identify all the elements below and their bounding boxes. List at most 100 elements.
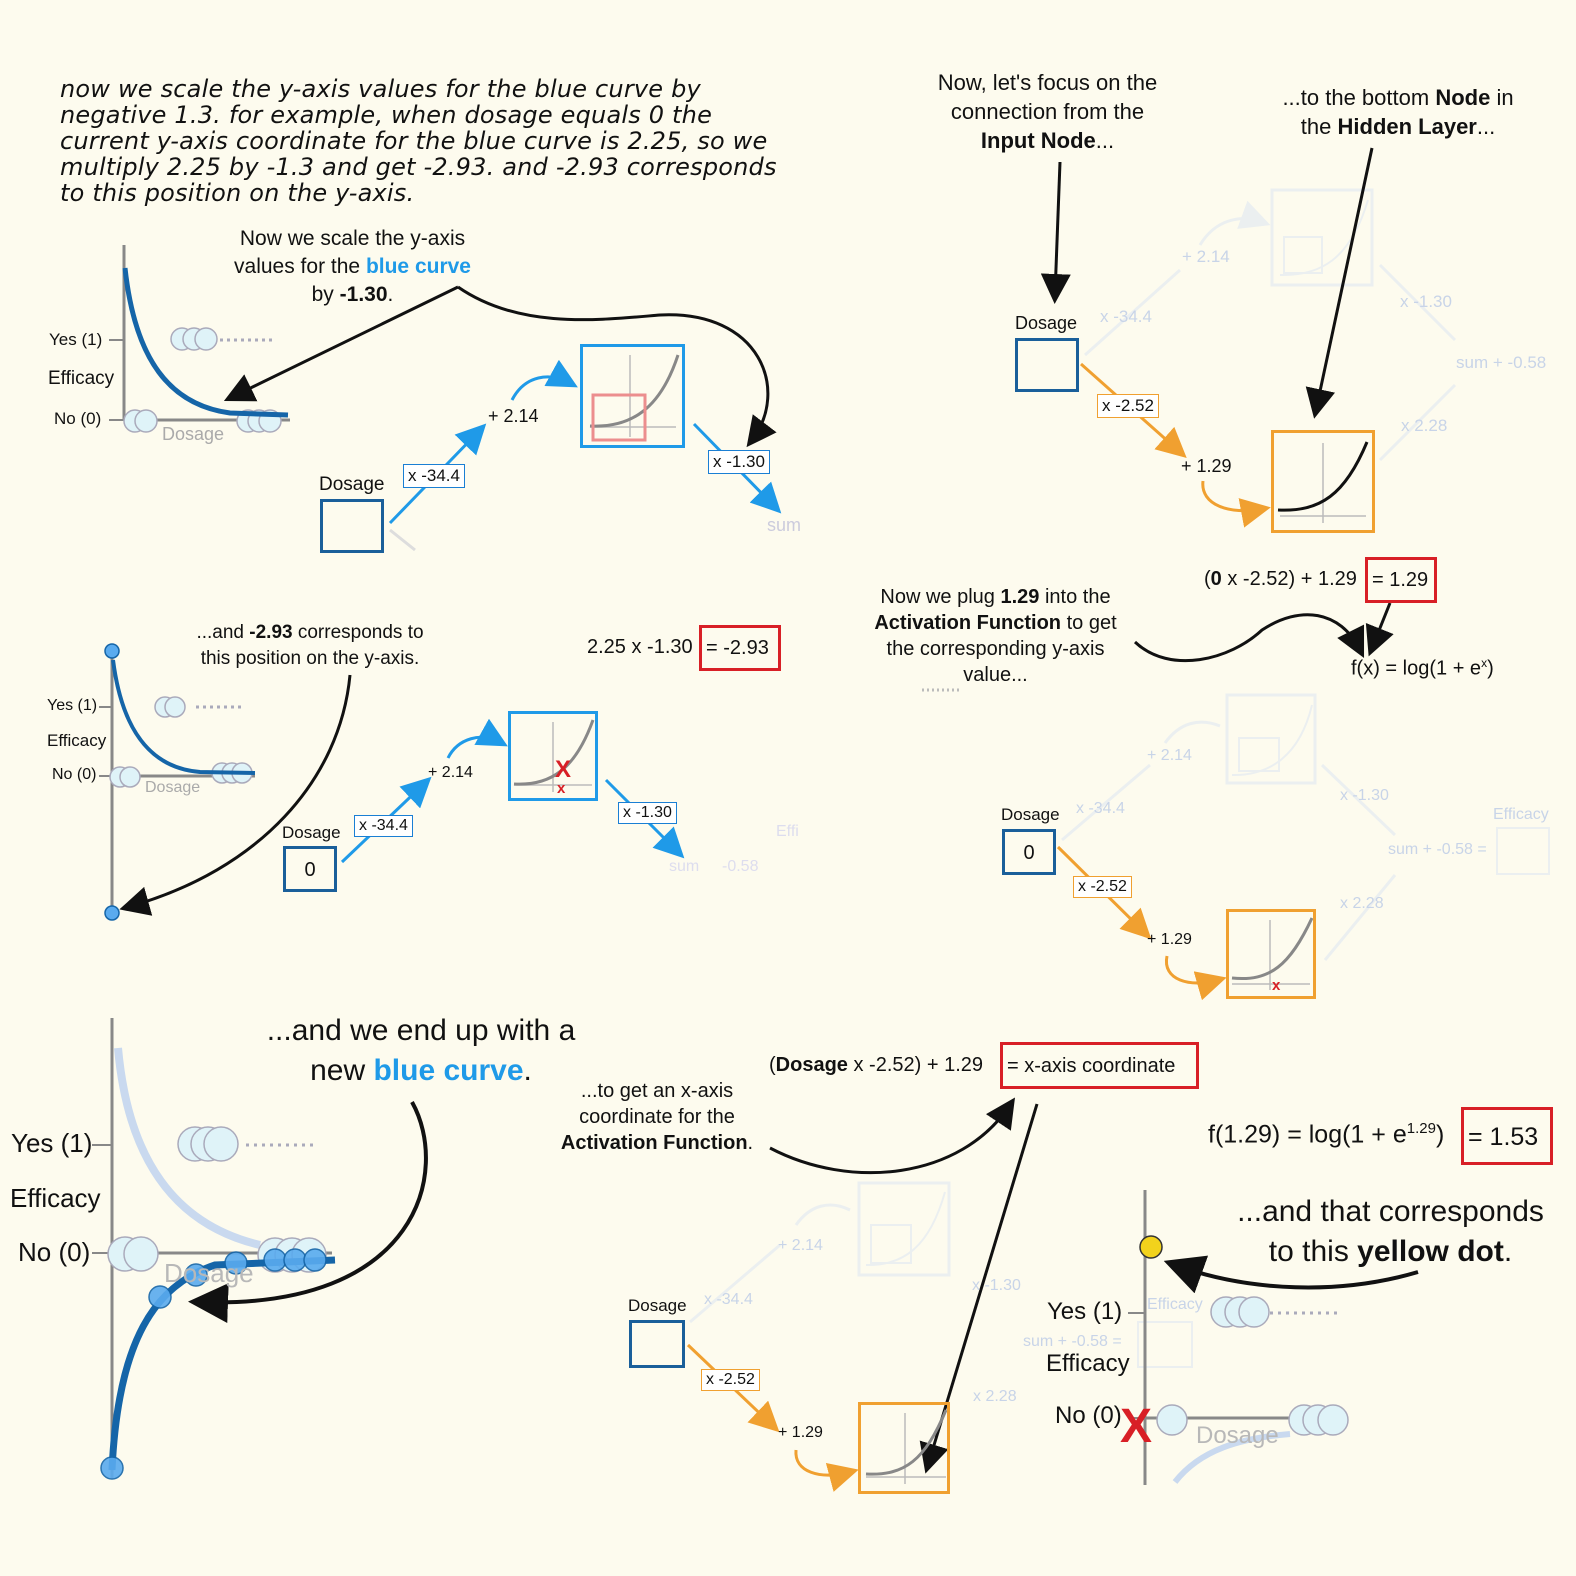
panel6-faint-weight2: x -1.30	[972, 1277, 1021, 1294]
panel5-equation: (0 x -2.52) + 1.29	[1204, 568, 1357, 590]
panel5-dosage-label: Dosage	[1001, 805, 1060, 824]
narration-text: now we scale the y-axis values for the b…	[60, 75, 777, 207]
panel1-sum-label: sum	[767, 515, 802, 535]
panel4-activation-node	[1271, 430, 1375, 533]
panel3-yes-label: Yes (1)	[11, 1128, 93, 1158]
panel2-weight1-label: x -34.4	[354, 815, 413, 837]
cross-marker-large: X	[555, 756, 571, 783]
panel2-efficacy-label: Efficacy	[47, 731, 107, 750]
panel4-faint-weight2: x -1.30	[1400, 292, 1452, 311]
cross-marker-x-axis: x	[1272, 977, 1281, 994]
panel1-dosage-label: Dosage	[319, 474, 385, 495]
panel4-caption-right: ...to the bottom Node in the Hidden Laye…	[1282, 85, 1514, 139]
panel5-weight-label: x -2.52	[1073, 876, 1132, 898]
panel2-caption: ...and -2.93 corresponds to this positio…	[196, 622, 424, 669]
panel6-activation-node	[858, 1402, 950, 1494]
panel5-faint-bias1: + 2.14	[1147, 747, 1192, 764]
panel3-no-label: No (0)	[18, 1237, 91, 1267]
panel6-faint-sum: sum + -0.58 =	[1023, 1333, 1122, 1350]
panel4-faint-network	[1083, 188, 1457, 462]
panel5-activation-node	[1226, 909, 1316, 999]
panel5-faint-weight2: x -1.30	[1340, 787, 1389, 804]
panel4-dosage-label: Dosage	[1015, 313, 1078, 333]
panel5-faint-efficacy: Efficacy	[1493, 806, 1549, 823]
panel1-caption: Now we scale the y-axis values for the b…	[234, 227, 471, 306]
panel1-yes-label: Yes (1)	[49, 330, 103, 349]
panel5-faint-sum: sum + -0.58 =	[1388, 841, 1487, 858]
panel5-bias-label: + 1.29	[1147, 931, 1192, 948]
panel7-no-label: No (0)	[1055, 1402, 1122, 1429]
panel2-sum-label: sum	[669, 858, 700, 875]
panel2-no-label: No (0)	[52, 766, 97, 783]
panel6-faint-bias1: + 2.14	[778, 1237, 823, 1254]
panel3-arrow	[188, 1101, 428, 1323]
panel5-result-box: = 1.29	[1365, 557, 1437, 603]
panel6-faint-network	[689, 1181, 1193, 1368]
panel5-caption: Now we plug 1.29 into the Activation Fun…	[874, 586, 1117, 686]
panel7-dosage-axis-label: Dosage	[1196, 1422, 1279, 1449]
panel2-weight2-label: x -1.30	[618, 802, 677, 824]
panel2-equation: 2.25 x -1.30	[587, 636, 693, 658]
panel1-no-label: No (0)	[54, 409, 102, 428]
panel6-input-node	[629, 1320, 685, 1368]
panel7-graph: X	[1120, 1190, 1349, 1485]
panel3-efficacy-label: Efficacy	[10, 1183, 101, 1213]
panel6-faint-weight1: x -34.4	[704, 1291, 753, 1308]
panel2-activation-node	[508, 711, 598, 801]
panel6-weight-label: x -2.52	[701, 1369, 760, 1391]
panel4-faint-weight3: x 2.28	[1401, 416, 1448, 435]
panel5-arrows	[922, 602, 1394, 1001]
yellow-dot	[1139, 1235, 1163, 1259]
panel6-dosage-label: Dosage	[628, 1296, 687, 1315]
panel4-activation-box	[1277, 441, 1369, 523]
panel1-activation-box	[589, 354, 680, 442]
panel1-weight1-label: x -34.4	[403, 464, 465, 488]
panel1-bias1-label: + 2.14	[488, 406, 539, 426]
panel2-dosage-label: Dosage	[282, 823, 341, 842]
panel5-formula: f(x) = log(1 + ex)	[1351, 656, 1494, 680]
panel7-result-box: = 1.53	[1461, 1107, 1553, 1165]
panel2-bias1-label: + 2.14	[428, 764, 473, 781]
panel4-faint-weight1: x -34.4	[1100, 307, 1152, 326]
panel2-input-node: 0	[283, 846, 337, 892]
panel3-graph	[92, 1018, 336, 1480]
panel2-graph	[99, 643, 256, 921]
panel1-efficacy-label: Efficacy	[48, 368, 115, 389]
panel1-dosage-axis-label: Dosage	[162, 424, 225, 444]
panel4-caption-left: Now, let's focus on the connection from …	[937, 70, 1158, 153]
panel7-caption: ...and that corresponds to this yellow d…	[1237, 1195, 1544, 1268]
panel2-efficacy-faint-label: Effi	[776, 823, 799, 840]
panel6-bias-label: + 1.29	[778, 1424, 823, 1441]
panel6-faint-efficacy: Efficacy	[1147, 1296, 1203, 1313]
panel7-formula: f(1.29) = log(1 + e1.29)	[1208, 1120, 1445, 1149]
panel2-yes-label: Yes (1)	[47, 697, 98, 714]
panel1-input-node	[320, 499, 384, 553]
cross-marker-small: x	[557, 780, 566, 797]
panel5-activation-box: x	[1231, 917, 1314, 994]
panel6-caption: ...to get an x-axis coordinate for the A…	[560, 1080, 754, 1154]
panel7-efficacy-label: Efficacy	[1046, 1350, 1130, 1377]
panel6-result-box: = x-axis coordinate	[1000, 1042, 1199, 1089]
panel7-yes-label: Yes (1)	[1047, 1298, 1123, 1325]
panel6-activation-box	[865, 1409, 948, 1484]
panel6-equation: (Dosage x -2.52) + 1.29	[769, 1054, 984, 1076]
panel1-graph	[109, 245, 290, 433]
red-x-icon: X	[1120, 1400, 1152, 1453]
panel1-weight2-label: x -1.30	[708, 450, 770, 474]
panel3-caption: ...and we end up with a new blue curve.	[266, 1014, 576, 1087]
panel5-faint-weight1: x -34.4	[1076, 800, 1125, 817]
panel3-dosage-axis-label: Dosage	[164, 1258, 254, 1288]
panel4-weight-label: x -2.52	[1097, 394, 1159, 418]
panel2-dosage-axis-label: Dosage	[145, 779, 201, 796]
panel5-faint-network	[1061, 693, 1550, 961]
panel5-faint-weight3: x 2.28	[1340, 895, 1384, 912]
panel2-result-box: = -2.93	[699, 625, 781, 671]
panel2-activation-box: X x	[513, 719, 595, 797]
panel7-arrow	[1163, 1255, 1419, 1294]
panel4-input-node	[1015, 338, 1079, 392]
panel6-faint-weight3: x 2.28	[973, 1388, 1017, 1405]
panel4-faint-sum: sum + -0.58	[1456, 353, 1547, 372]
panel4-bias-label: + 1.29	[1181, 456, 1232, 476]
panel4-faint-bias1: + 2.14	[1182, 247, 1230, 266]
